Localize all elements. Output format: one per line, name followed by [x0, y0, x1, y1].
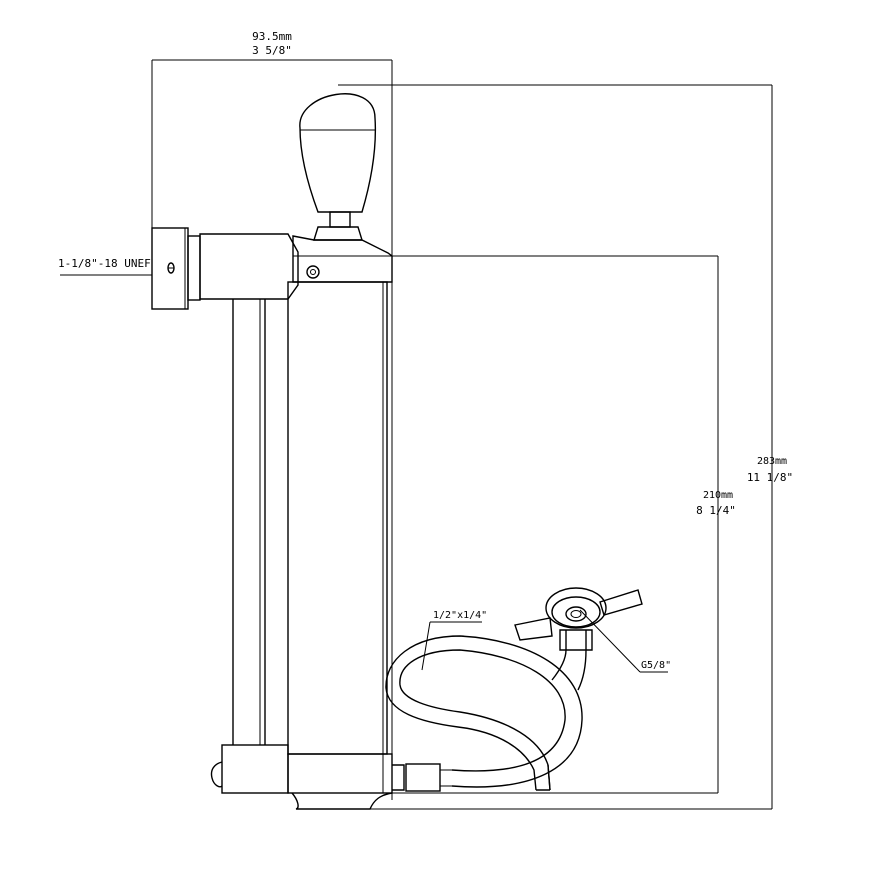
inlet-leader-line	[579, 609, 641, 673]
total-height-dimension: 283mm 11 1/8"	[338, 84, 793, 810]
total-height-imperial-label: 11 1/8"	[747, 471, 793, 484]
pump-barrel	[287, 281, 388, 755]
width-imperial-label: 3 5/8"	[252, 44, 292, 57]
inlet-callout: G5/8"	[641, 660, 671, 671]
thread-callout: 1-1/8"-18 UNEF	[58, 257, 151, 270]
inlet-connector	[514, 587, 643, 651]
handle-knob	[299, 93, 377, 241]
body-height-metric-label: 210mm	[703, 490, 733, 501]
body-height-imperial-label: 8 1/4"	[696, 504, 736, 517]
total-height-metric-label: 283mm	[757, 456, 787, 467]
pump-head	[292, 235, 393, 283]
width-metric-label: 93.5mm	[252, 30, 292, 43]
thread-fitting	[151, 227, 299, 310]
hose-leader-line	[421, 621, 431, 671]
pump-base	[210, 744, 452, 810]
hose-callout: 1/2"x1/4"	[433, 610, 487, 621]
body-height-dimension: 210mm 8 1/4"	[392, 255, 736, 794]
hose	[385, 635, 587, 791]
support-rod	[232, 299, 266, 745]
width-dimension: 93.5mm 3 5/8"	[151, 30, 393, 800]
